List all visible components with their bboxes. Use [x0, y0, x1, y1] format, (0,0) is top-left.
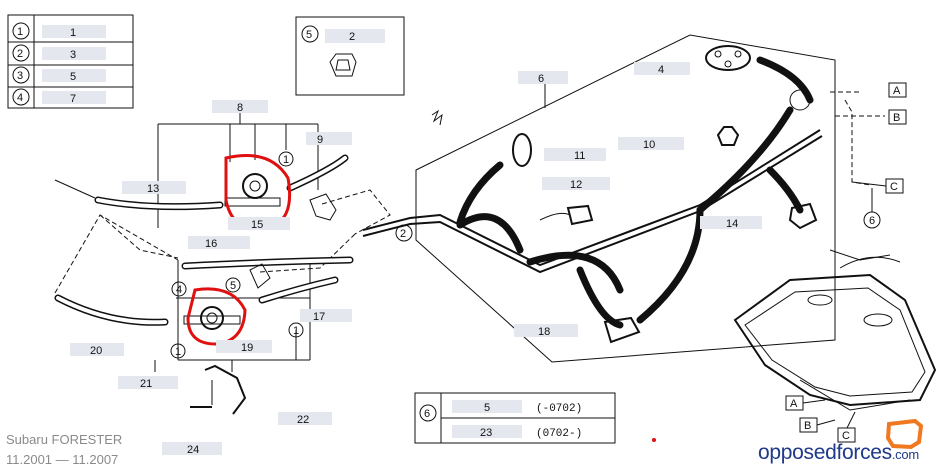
hoses: [54, 154, 354, 326]
reference-boxes: A B C A B C: [785, 82, 907, 443]
callout-5: 5: [230, 280, 236, 292]
part-label-9: 9: [317, 134, 323, 146]
grommet-11: [512, 133, 532, 167]
part-label-22: 22: [297, 414, 309, 426]
brand-tld: .com: [891, 447, 919, 462]
legend-key-3: 3: [17, 70, 23, 82]
callout-6: 6: [869, 215, 875, 227]
legend-value-1: 1: [70, 27, 76, 39]
legend-key-1: 1: [17, 26, 23, 38]
callout-1-b: 1: [293, 325, 299, 337]
legend-value-2: 3: [70, 49, 76, 61]
part-label-13: 13: [147, 183, 159, 195]
part-labels: 8 9 13 15 16 17 19 20 21 22 24 6 4 10 11…: [70, 62, 762, 456]
left-assembly-lines: [154, 112, 319, 405]
legend-table: 1 2 3 4 1 3 5 7: [7, 14, 134, 109]
bracket-22: [204, 364, 247, 415]
table-6-key: 6: [424, 408, 430, 420]
part-label-17: 17: [313, 311, 325, 323]
clamp-10: [716, 126, 740, 146]
callout-4: 4: [176, 284, 182, 296]
table-6: 6 5 23 (-0702) (0702-): [414, 392, 616, 444]
clip-18: [603, 316, 641, 344]
callout-2: 2: [400, 228, 406, 240]
inset-value: 2: [349, 31, 355, 43]
valve-19: [183, 306, 241, 330]
clip-part-left: [309, 193, 337, 221]
clip-14: [788, 202, 818, 230]
legend-value-3: 5: [70, 71, 76, 83]
inset-clip-box: 5 2: [295, 16, 405, 96]
part-label-6: 6: [538, 73, 544, 85]
inset-key: 5: [306, 29, 312, 41]
legend-value-4: 7: [70, 93, 76, 105]
arrow-mark: [431, 109, 443, 126]
brand-main: opposedforces: [758, 441, 892, 464]
ref-c-top: C: [890, 181, 898, 193]
grommet-4: [705, 45, 751, 71]
footer-model: Subaru FORESTER: [6, 432, 123, 447]
table-6-part-2: 23: [480, 427, 492, 439]
ref-a-bottom: A: [790, 398, 798, 410]
circled-callouts: 1 1 1 2 4 5 6: [170, 151, 881, 359]
ref-b-bottom: B: [804, 420, 811, 432]
table-6-range-1: (-0702): [536, 403, 582, 415]
part-label-16: 16: [205, 238, 217, 250]
part-label-14: 14: [726, 218, 738, 230]
callout-1-a: 1: [283, 154, 289, 166]
legend-key-4: 4: [17, 92, 23, 104]
clip-part-5: [249, 263, 271, 289]
part-label-12: 12: [570, 179, 582, 191]
clip-icon: [329, 53, 357, 77]
part-label-10: 10: [643, 139, 655, 151]
table-6-range-2: (0702-): [536, 428, 582, 440]
part-label-8: 8: [237, 102, 243, 114]
brand-wordmark[interactable]: opposedforces.com: [758, 441, 919, 465]
brand-logo-icon: [885, 418, 924, 450]
part-label-18: 18: [538, 326, 550, 338]
ref-a-top: A: [893, 85, 901, 97]
part-label-24: 24: [187, 444, 199, 456]
ref-c-bottom: C: [842, 430, 850, 442]
callout-1-c: 1: [175, 346, 181, 358]
dashed-guides: [54, 91, 885, 294]
clip-12: [566, 204, 594, 226]
footer-years: 11.2001 — 11.2007: [6, 452, 119, 467]
highlight-valve-19: [186, 287, 247, 346]
valve-15: [224, 173, 281, 207]
part-label-21: 21: [140, 378, 152, 390]
main-frame: [362, 34, 836, 363]
part-label-20: 20: [90, 345, 102, 357]
part-label-19: 19: [241, 342, 253, 354]
ref-b-top: B: [893, 112, 900, 124]
table-6-part-1: 5: [484, 402, 490, 414]
part-label-15: 15: [251, 219, 263, 231]
fuel-tank: [733, 249, 937, 411]
legend-key-2: 2: [17, 48, 23, 60]
part-label-11: 11: [574, 150, 585, 162]
red-dot: [652, 438, 656, 442]
part-label-4: 4: [658, 64, 664, 76]
